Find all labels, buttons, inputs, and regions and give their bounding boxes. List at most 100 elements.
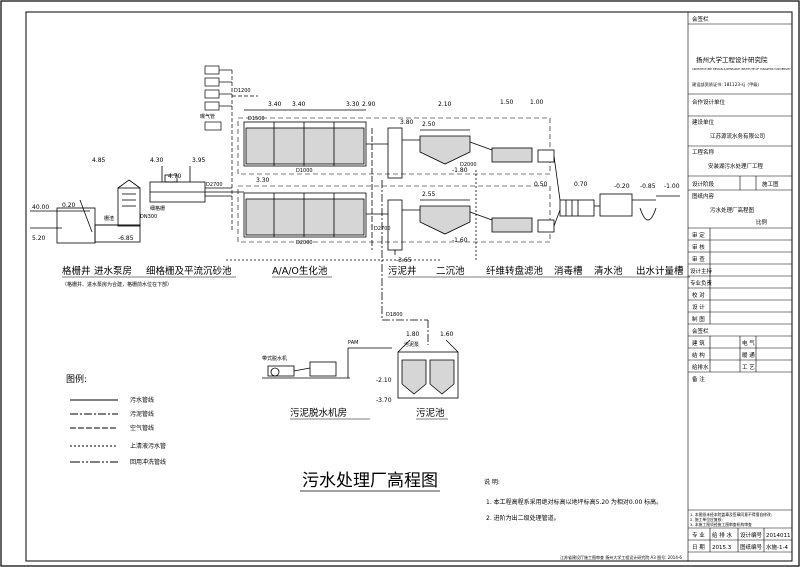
elev-pump-3: 4.30 xyxy=(150,157,164,164)
elev-aao-4: 2.90 xyxy=(362,101,376,108)
unit-name: 消毒槽 xyxy=(554,265,583,277)
tb-client: 江苏源流水务有限公司 xyxy=(710,132,765,140)
pipe-label: D2700 xyxy=(374,226,391,232)
elev-pump-2: -6.85 xyxy=(118,235,134,242)
legend-label: 污泥管线 xyxy=(130,410,154,418)
tb-sign: 电 气 xyxy=(742,339,755,347)
unit-name: 细格栅及平流沉砂池 xyxy=(146,265,232,277)
unit-name: 出水计量槽 xyxy=(636,265,684,277)
tb-role: 审 查 xyxy=(692,255,705,263)
sludge-well xyxy=(387,127,403,255)
tb-project-label: 工程名称 xyxy=(692,148,715,156)
tb-footer: 设计编号 xyxy=(740,531,763,539)
unit-name: 格栅井 xyxy=(62,265,91,277)
legend-label: 空气管线 xyxy=(130,424,154,432)
tb-role: 设 计 xyxy=(692,303,705,311)
tb-role: 审 定 xyxy=(692,231,705,239)
elev-filter-3: 0.50 xyxy=(534,181,548,188)
misc-labels: 曝气管 细格栅 带式脱水机 PAM 栅渣 污泥泵 xyxy=(104,113,419,362)
tb-drawing-name: 污水处理厂高程图 xyxy=(710,206,755,214)
aao-tank-lower xyxy=(243,192,367,238)
tb-role: 设计主持 xyxy=(690,267,713,275)
effluent-units xyxy=(559,193,680,221)
elev-aao-5: 3.30 xyxy=(256,177,270,184)
unit-name: 污泥池 xyxy=(416,407,445,419)
elev-filter-2: 1.00 xyxy=(530,99,544,106)
pipe-label: DN300 xyxy=(140,214,157,220)
tb-sign: 工 艺 xyxy=(742,364,755,371)
tb-footer: 图纸编号 xyxy=(740,543,763,551)
tb-role: 校 对 xyxy=(692,291,705,299)
elev-filter-1: 1.50 xyxy=(500,99,514,106)
tb-bottom-note: 1. 本图纸未经本院盖章及签章同意不得擅自修改; xyxy=(690,512,772,517)
tb-note-row: 备 注 xyxy=(692,375,705,383)
aao-tank-upper xyxy=(243,109,367,167)
tb-institute: 扬州大学工程设计研究院 xyxy=(696,55,768,64)
pipe-labels: D1200 D1500 D1000 D2700 DN300 D2000 D270… xyxy=(140,88,477,318)
pipe-label: D1500 xyxy=(248,116,265,122)
elev-stank-2: 1.60 xyxy=(440,331,454,338)
tb-header: 会签栏 xyxy=(692,15,709,23)
unit-name: 污泥脱水机房 xyxy=(290,407,347,419)
elev-inlet-ground: 40.00 xyxy=(32,204,49,211)
unit-name: 二沉池 xyxy=(436,265,465,277)
elev-aao-2: 3.40 xyxy=(292,101,306,108)
unit-name: 进水泵房 xyxy=(94,265,132,277)
pipe-label: D1200 xyxy=(234,88,251,94)
misc-label: 细格栅 xyxy=(150,205,165,212)
tb-sign: 结 构 xyxy=(692,351,705,359)
drawing-title: 污水处理厂高程图 xyxy=(302,471,438,491)
tb-footer: 水施-1-4 xyxy=(766,543,788,551)
elev-pump-5: 4.70 xyxy=(168,173,182,180)
tb-role: 审 核 xyxy=(692,243,705,251)
elev-pump-4: 3.95 xyxy=(192,157,206,164)
sludge-tank xyxy=(397,339,459,399)
title-block xyxy=(687,11,793,562)
elev-inlet-water: 0.20 xyxy=(62,202,76,209)
tb-scale-label: 比例 xyxy=(756,218,768,226)
tb-bottom-note: 3. 本施工图须经施工图审查机构审查 xyxy=(690,522,752,527)
tb-cert: 建设部资质证书: 181123-sj（甲级） xyxy=(692,81,762,88)
elev-out-2: -0.85 xyxy=(640,183,656,190)
misc-label: 带式脱水机 xyxy=(262,355,287,362)
tb-institute-en: ARCHITECTURE DESIGN & RESEARCH INSTITUTE… xyxy=(692,67,791,71)
tb-sign-header: 会签栏 xyxy=(692,327,709,335)
misc-label: 栅渣 xyxy=(104,215,114,222)
elev-pump-1: 4.85 xyxy=(92,157,106,164)
elev-filter-4: 0.70 xyxy=(574,181,588,188)
unit-name: 清水池 xyxy=(594,265,623,277)
misc-label: 曝气管 xyxy=(200,113,215,120)
train-box-lower xyxy=(237,185,551,243)
elev-out-1: -0.20 xyxy=(614,183,630,190)
legend-title: 图例: xyxy=(66,373,87,385)
elev-well-1: 3.80 xyxy=(400,119,414,126)
pipe-label: D2700 xyxy=(206,182,223,188)
elev-clar-5: 2.55 xyxy=(422,191,436,198)
elev-stank-1: 1.80 xyxy=(406,331,420,338)
sludge-dewatering-house xyxy=(262,347,392,379)
elev-stank-4: -3.70 xyxy=(376,397,392,404)
train-box-upper xyxy=(237,117,551,175)
tb-footer: 专 业 xyxy=(692,531,705,539)
elev-aao-1: 3.40 xyxy=(268,101,282,108)
title-block-text: 会签栏 扬州大学工程设计研究院 ARCHITECTURE DESIGN & RE… xyxy=(690,15,791,551)
elev-clar-3: -1.80 xyxy=(452,167,468,174)
tb-footer: 给 排 水 xyxy=(712,531,732,539)
unit-sub-note: （格栅井、进水泵房为合建，格栅前水位在下部） xyxy=(62,281,172,288)
legend: 图例: 污水管线 污泥管线 空气管线 上清液污水管 回用冲洗管线 xyxy=(66,373,166,466)
tb-drawing-label: 图纸内容 xyxy=(692,192,715,200)
tb-sign: 暖 通 xyxy=(742,351,755,359)
elev-stank-3: -2.10 xyxy=(376,377,392,384)
note-item: 1. 本工程高程系采用绝对标高以地坪标高5.20 为相对0.00 标高。 xyxy=(486,498,662,506)
unit-name: 污泥井 xyxy=(388,265,417,277)
tb-footer: 2015.3 xyxy=(712,545,732,551)
elev-clar-1: 2.50 xyxy=(422,121,436,128)
blower-stack xyxy=(204,65,258,230)
tb-client-label: 建设单位 xyxy=(692,118,715,126)
legend-label: 回用冲洗管线 xyxy=(130,458,166,466)
tb-stage: 施工图 xyxy=(762,180,779,188)
elev-aao-3: 3.30 xyxy=(346,101,360,108)
tb-stage-label: 设计阶段 xyxy=(692,180,715,188)
